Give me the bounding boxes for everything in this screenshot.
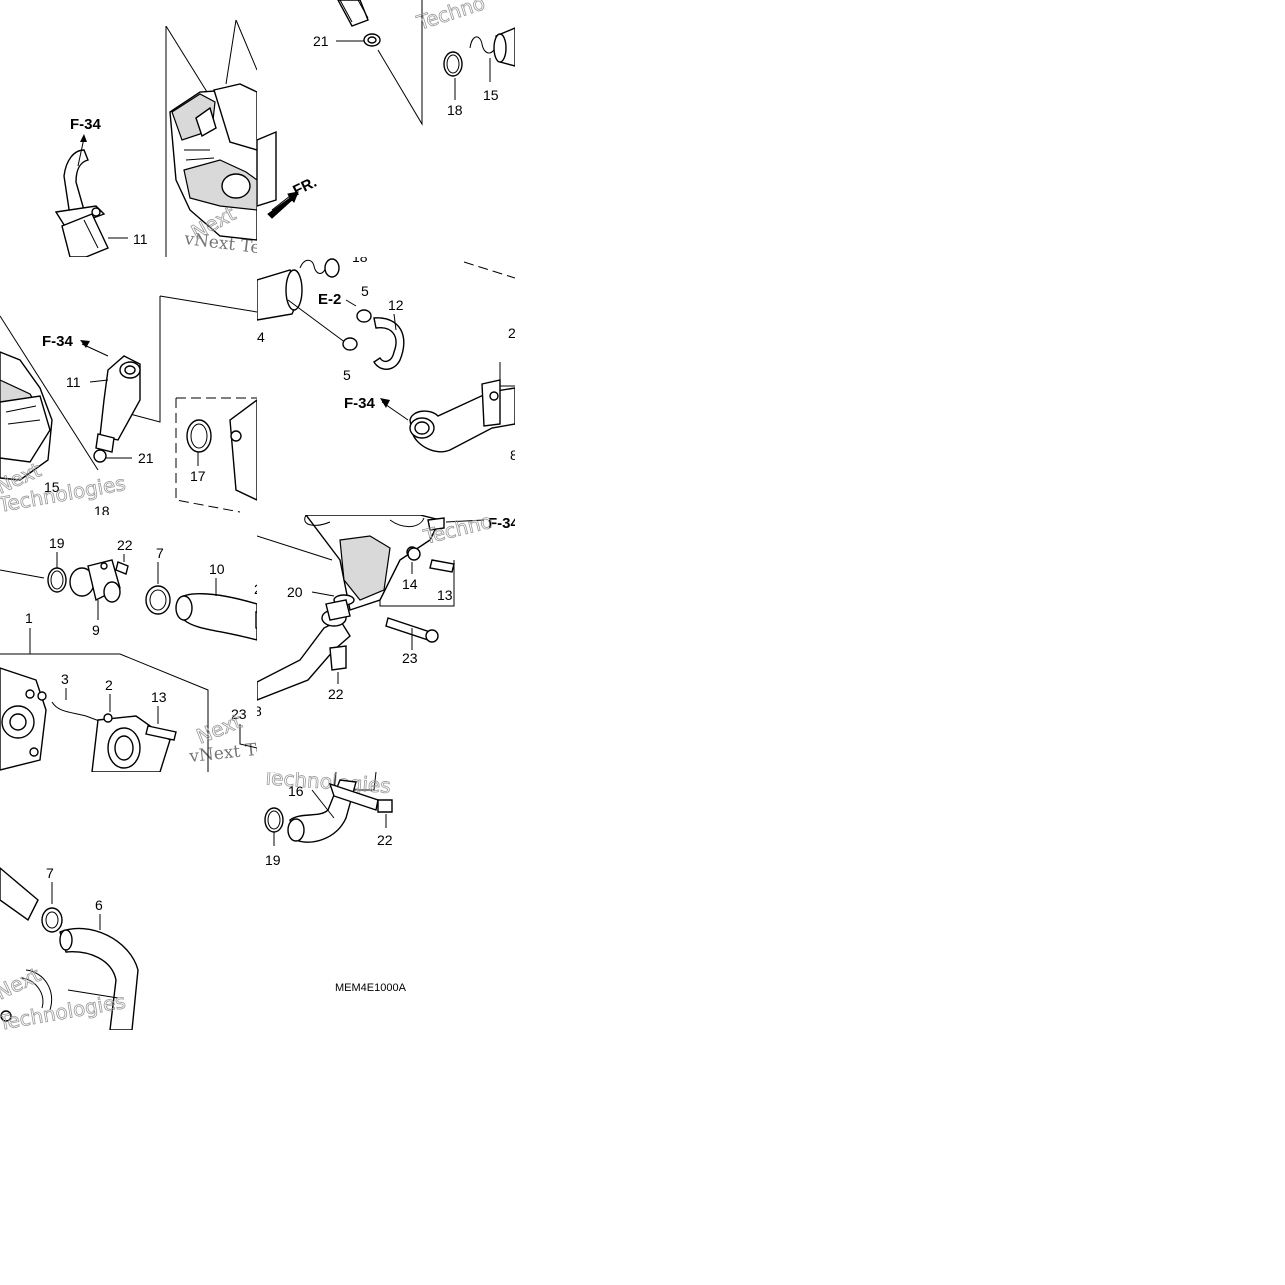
ref-f34-upper: F-34 (70, 116, 102, 133)
tile-top-right: 21 18 15 Techno FR. (257, 0, 515, 219)
ref-e2: E-2 (318, 291, 341, 308)
bolt-22-a (115, 561, 129, 575)
label-3: 3 (61, 671, 69, 687)
label-7-b: 7 (46, 865, 54, 881)
tile-row4-right: Technologies 19 16 22 MEM4E1000A (260, 765, 407, 994)
label-8-partial: 8 (510, 447, 518, 463)
tile-row3-right: F-34 Techno 14 13 20 8 22 23 (254, 509, 520, 719)
pump-cover-partial (229, 399, 257, 501)
ref-f34-right: F-34 (344, 395, 376, 412)
label-13: 13 (151, 689, 167, 705)
label-22-a: 22 (117, 537, 133, 553)
water-pipe-11-mid (93, 355, 141, 463)
hose-clamp-5 (342, 309, 372, 351)
thermostat-housing-4 (257, 269, 351, 347)
f34-arrow-upper (77, 137, 85, 167)
label-20: 20 (287, 584, 303, 600)
tile-row2-left: F-34 11 21 17 15 18 Next Technologies (0, 295, 257, 519)
label-10: 10 (209, 561, 225, 577)
watermark-outline-top: Techno (413, 0, 488, 35)
label-23: 23 (231, 706, 247, 722)
label-12: 12 (388, 297, 404, 313)
water-pipe-8-lower (257, 599, 351, 701)
label-13-right: 13 (437, 587, 453, 603)
ref-f34-mid: F-34 (42, 333, 74, 350)
cylinder-illustration (0, 351, 53, 481)
bolt-f3-partial (427, 517, 445, 531)
bolt-22-d (377, 799, 393, 813)
bolt-13 (145, 725, 177, 741)
bolt-22-c (329, 645, 347, 671)
washer-14 (407, 547, 421, 561)
label-17: 17 (190, 468, 206, 484)
label-22-c: 22 (328, 686, 344, 702)
bolt-23 (385, 617, 431, 641)
label-9: 9 (92, 622, 100, 638)
water-pump-body (0, 667, 47, 771)
label-23-right: 23 (402, 650, 418, 666)
tile-row2-right: 4 18 E-2 5 5 12 F-34 2 8 (257, 249, 518, 463)
label-15-top: 15 (483, 87, 499, 103)
label-22-d: 22 (377, 832, 393, 848)
ref-f34-cut: F-34 (488, 515, 520, 532)
label-19: 19 (49, 535, 65, 551)
watermark-outline-3: Techno (420, 509, 494, 549)
label-1: 1 (25, 610, 33, 626)
label-5-b: 5 (343, 367, 351, 383)
label-2-partial: 2 (508, 325, 516, 341)
engine-block-illustration (169, 83, 257, 241)
clamp-7-b (41, 907, 63, 933)
joint-9 (69, 559, 121, 603)
label-22-b: 22 (254, 581, 270, 597)
watermark-outline-6: Technologies (261, 765, 392, 798)
water-pipe-8 (409, 362, 515, 453)
gasket-3 (51, 701, 103, 723)
water-pipe-16 (287, 779, 379, 843)
crankcase-illustration (304, 515, 442, 611)
label-18-top: 18 (447, 102, 463, 118)
label-11: 11 (133, 231, 148, 247)
bolt-13-right (429, 559, 455, 573)
label-15-mid: 15 (44, 479, 60, 495)
clip-18-mid (299, 259, 327, 274)
label-8: 8 (254, 703, 262, 719)
hose-10 (177, 593, 257, 641)
label-14: 14 (402, 576, 418, 592)
tile-top-left: F-34 11 vNext Tec Next (54, 19, 257, 257)
label-19-lower: 19 (265, 852, 281, 868)
front-arrow (267, 191, 299, 219)
label-21-mid: 21 (138, 450, 154, 466)
label-18-mid2: 18 (352, 249, 368, 265)
bolt-22-b (255, 610, 257, 629)
hose-partial (0, 867, 39, 922)
label-5-a: 5 (361, 283, 369, 299)
label-4: 4 (257, 329, 265, 345)
clip-ring (21, 969, 52, 1011)
drawing-code: MEM4E1000A (335, 982, 407, 994)
label-2: 2 (105, 677, 113, 693)
label-16: 16 (288, 783, 304, 799)
water-pipe-6 (59, 927, 139, 1030)
tile-row3-left: 19 9 22 7 10 22 1 (0, 535, 270, 772)
tile-row4-left: 7 6 Next Technologies (0, 865, 139, 1030)
label-6: 6 (95, 897, 103, 913)
label-11-mid: 11 (66, 374, 81, 390)
label-21-top: 21 (313, 33, 329, 49)
hose-12 (373, 317, 405, 370)
label-7-a: 7 (156, 545, 164, 561)
label-18-mid: 18 (94, 503, 110, 519)
water-pipe-11-upper (54, 149, 128, 257)
watermark-outline-4: Next (0, 962, 44, 1004)
